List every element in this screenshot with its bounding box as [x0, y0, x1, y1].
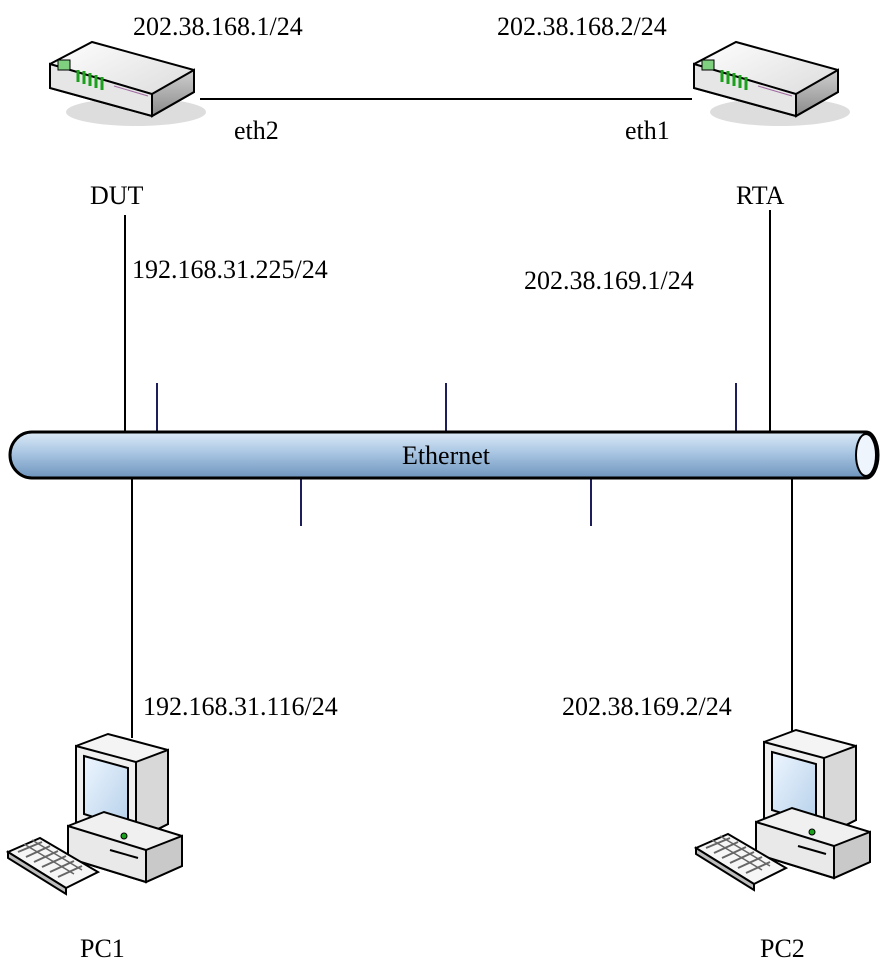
desktop-computer-icon [695, 729, 871, 891]
router-icon [48, 40, 208, 128]
pc2-label: PC2 [760, 934, 805, 963]
dut-lan-ip: 192.168.31.225/24 [132, 255, 328, 284]
pc2-computer [695, 729, 871, 891]
pc1-computer [7, 733, 183, 895]
dut-interface-label: eth2 [234, 116, 279, 145]
rta-wan-ip: 202.38.168.2/24 [497, 12, 667, 41]
desktop-computer-icon [7, 733, 183, 895]
pc1-label: PC1 [80, 934, 125, 963]
dut-label: DUT [90, 181, 144, 210]
pc2-ip: 202.38.169.2/24 [562, 692, 732, 721]
rta-interface-label: eth1 [625, 116, 670, 145]
dut-router [48, 40, 208, 128]
rta-label: RTA [736, 181, 785, 210]
ethernet-bus-label: Ethernet [402, 441, 491, 470]
router-icon [692, 40, 852, 128]
rta-router [692, 40, 852, 128]
ethernet-bus: Ethernet [8, 430, 880, 480]
pc1-ip: 192.168.31.116/24 [143, 692, 338, 721]
dut-wan-ip: 202.38.168.1/24 [133, 12, 303, 41]
rta-lan-ip: 202.38.169.1/24 [524, 266, 694, 295]
